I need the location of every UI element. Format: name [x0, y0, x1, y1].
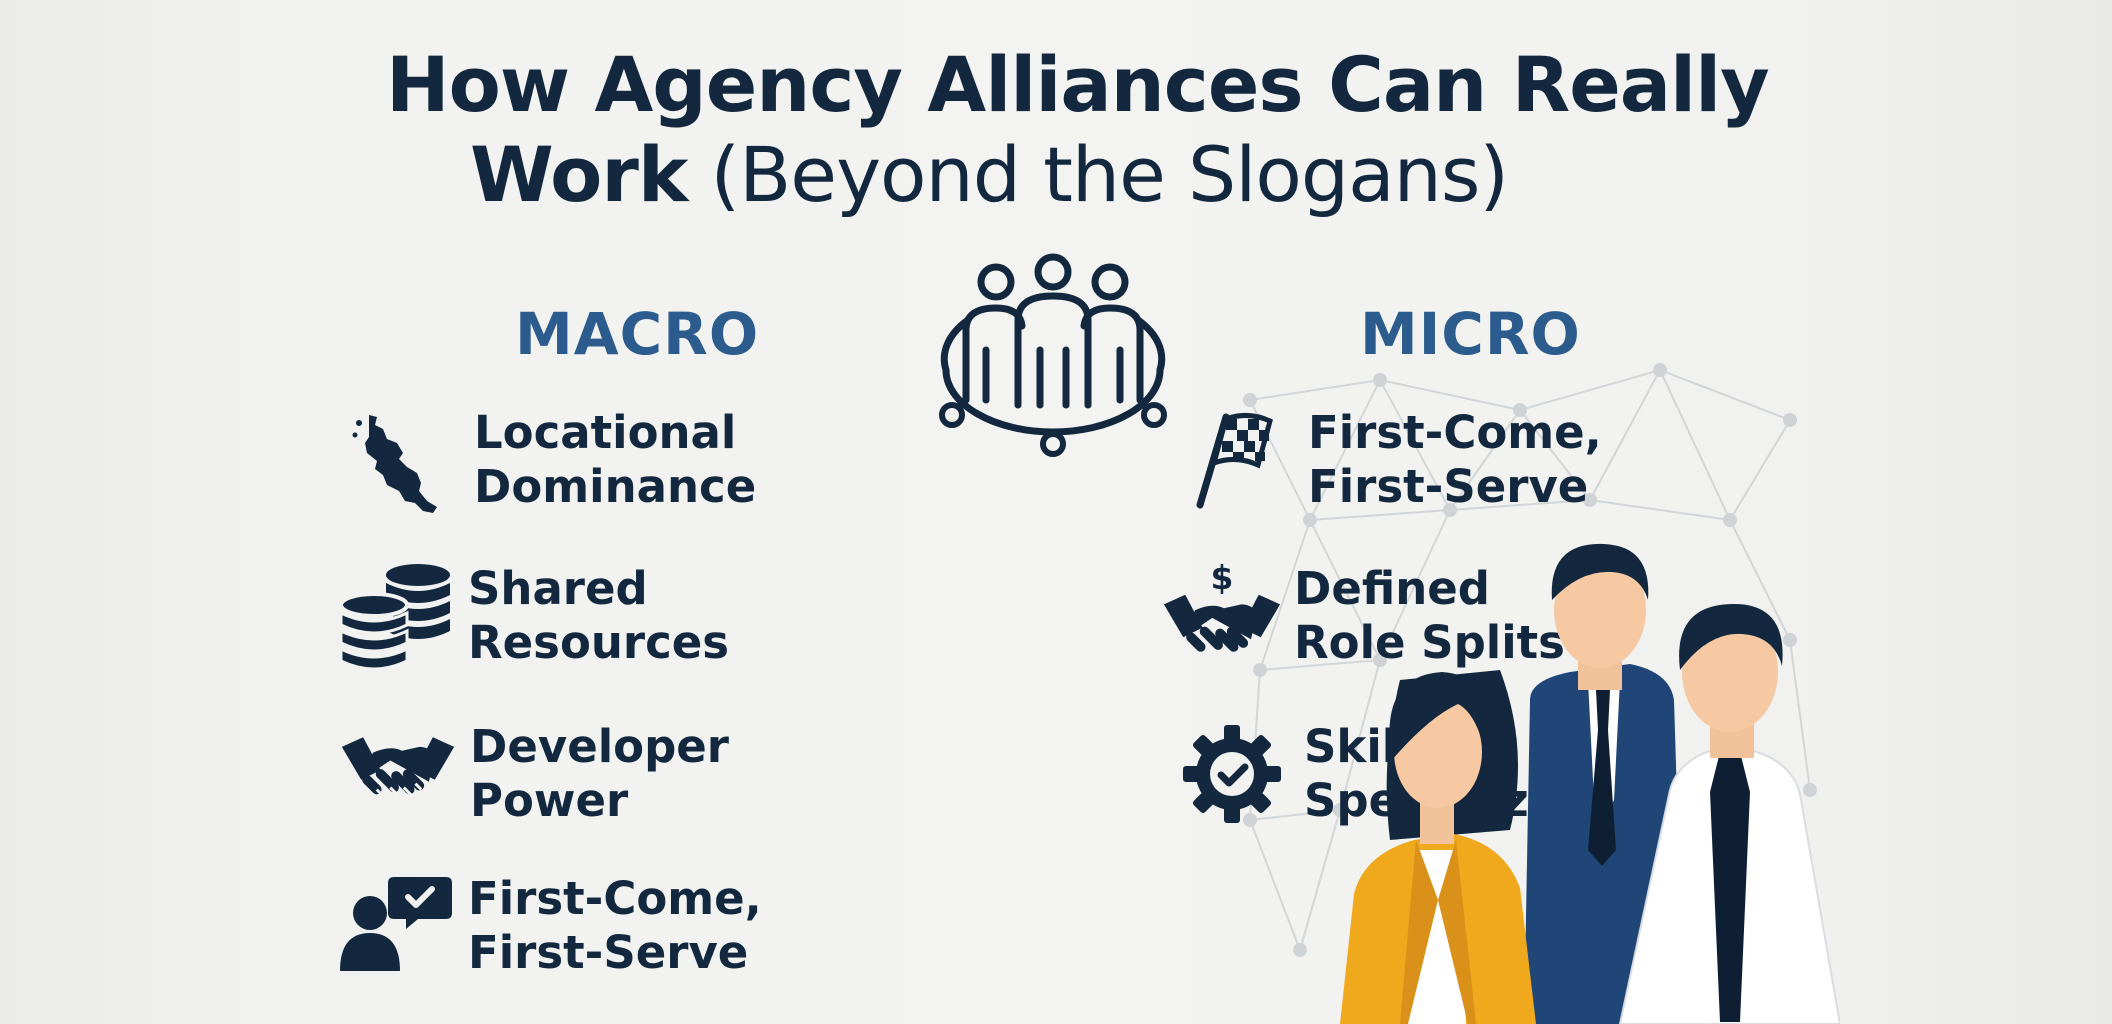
handshake-icon: [338, 714, 458, 834]
handshake-dollar-icon: $: [1162, 556, 1282, 676]
title-line-2: Work (Beyond the Slogans): [280, 130, 1780, 220]
person-chat-check-icon: [336, 866, 456, 986]
title-line-2-bold: Work: [470, 130, 688, 219]
business-people-illustration: [1340, 543, 1840, 1024]
micro-item-defined-role-splits: $ Defined Role Splits: [1162, 556, 1565, 676]
team-circle-icon: [939, 253, 1167, 457]
micro-item-label: Defined Role Splits: [1294, 562, 1565, 669]
map-region-icon: [342, 400, 462, 520]
macro-item-label: Locational Dominance: [474, 406, 757, 513]
svg-text:$: $: [1211, 558, 1234, 597]
macro-item-label: First-Come, First-Serve: [468, 872, 762, 979]
macro-item-developer-power: Developer Power: [338, 714, 729, 834]
macro-heading: MACRO: [515, 300, 760, 368]
macro-item-label: Shared Resources: [468, 562, 730, 669]
micro-heading: MICRO: [1360, 300, 1581, 368]
micro-item-first-come-first-serve: First-Come, First-Serve: [1176, 400, 1602, 520]
coin-stacks-icon: [336, 556, 456, 676]
network-background-graphic: [1243, 363, 1817, 957]
checkered-flag-icon: [1176, 400, 1296, 520]
title-line-1: How Agency Alliances Can Really: [386, 40, 1770, 129]
macro-item-label: Developer Power: [470, 720, 729, 827]
gear-check-icon: [1172, 714, 1292, 834]
macro-item-first-come-first-serve: First-Come, First-Serve: [336, 866, 762, 986]
title-line-2-light: (Beyond the Slogans): [687, 130, 1510, 219]
macro-item-shared-resources: Shared Resources: [336, 556, 729, 676]
businessman-right: [1618, 604, 1840, 1024]
macro-item-locational-dominance: Locational Dominance: [342, 400, 756, 520]
micro-item-label: First-Come, First-Serve: [1308, 406, 1602, 513]
page-title: How Agency Alliances Can Really Work (Be…: [280, 40, 1780, 220]
businesswoman-left: [1340, 670, 1536, 1024]
